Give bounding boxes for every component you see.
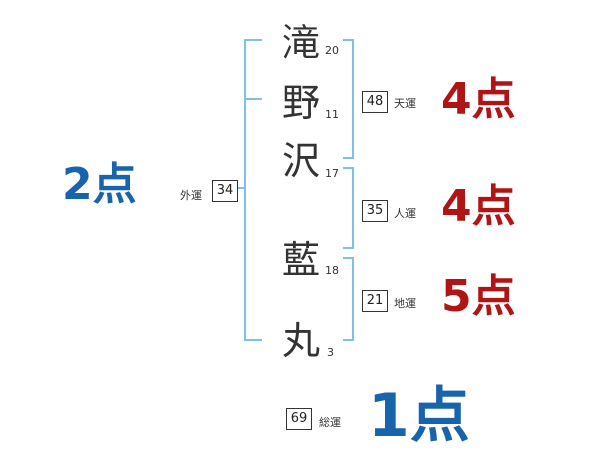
stroke-count-2: 11 <box>325 108 339 121</box>
jinun-label: 人運 <box>394 207 416 220</box>
name-char-5: 丸 <box>282 319 321 363</box>
stroke-count-4: 18 <box>325 264 339 277</box>
name-char-2: 野 <box>282 81 321 125</box>
name-char-1: 滝 <box>282 21 321 65</box>
tenun-value-box: 48 <box>362 91 388 113</box>
souun-score: 1点 <box>368 381 470 451</box>
chiun-score: 5点 <box>441 271 516 322</box>
souun-value-box: 69 <box>286 408 312 430</box>
tenun-score: 4点 <box>441 74 516 125</box>
tenun-label: 天運 <box>394 97 416 110</box>
stroke-count-3: 17 <box>325 167 339 180</box>
gaiun-value-box: 34 <box>212 180 238 202</box>
jinun-score: 4点 <box>441 181 516 232</box>
gaiun-label: 外運 <box>180 189 202 202</box>
souun-label: 総運 <box>319 416 341 429</box>
gaiun-score: 2点 <box>62 159 137 210</box>
stroke-count-5: 3 <box>327 346 334 359</box>
chiun-label: 地運 <box>394 297 416 310</box>
name-char-3: 沢 <box>282 139 321 183</box>
jinun-value-box: 35 <box>362 200 388 222</box>
chiun-value-box: 21 <box>362 290 388 312</box>
name-char-4: 藍 <box>282 238 321 282</box>
stroke-count-1: 20 <box>325 44 339 57</box>
